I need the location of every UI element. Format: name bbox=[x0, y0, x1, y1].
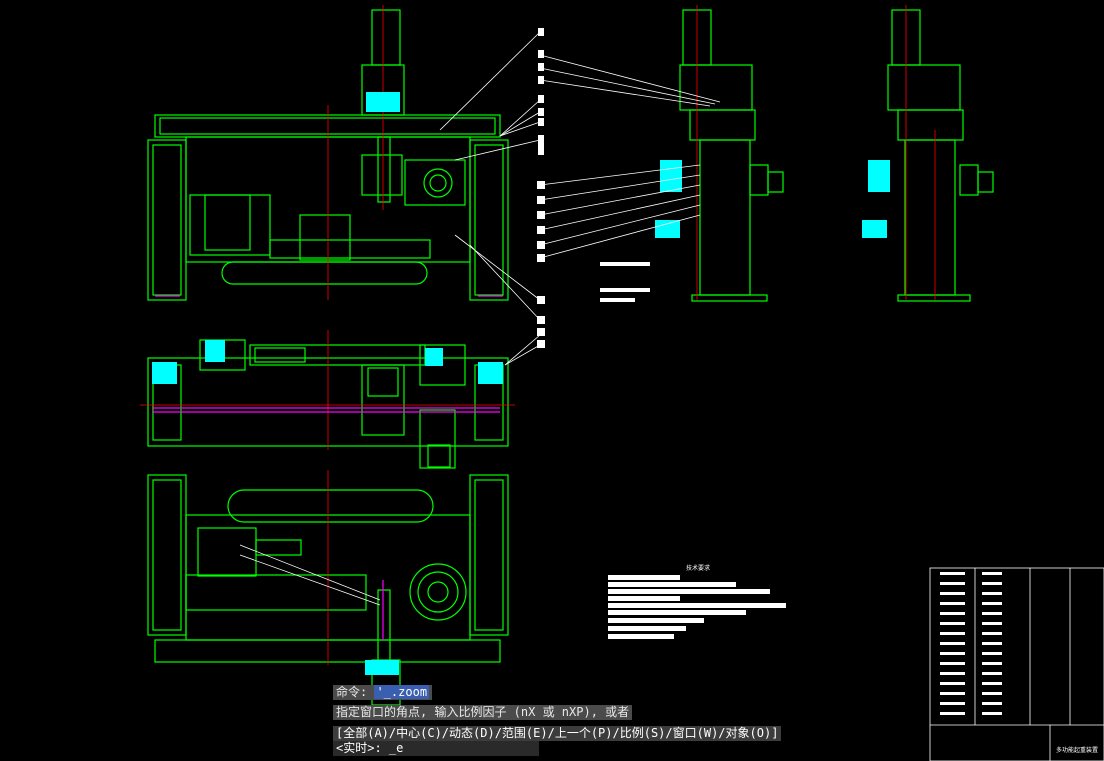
front-view bbox=[147, 9, 509, 301]
title-block-rows bbox=[940, 572, 1002, 715]
command-text: '_.zoom bbox=[374, 685, 430, 699]
title-block-name: 多功能起重装置 bbox=[1056, 746, 1098, 754]
side-view-2 bbox=[887, 9, 994, 302]
command-history-line-2: 指定窗口的角点, 输入比例因子 (nX 或 nXP), 或者 bbox=[333, 705, 633, 720]
command-input[interactable]: <实时>: _e bbox=[333, 741, 539, 756]
command-history-line-1: 命令: '_.zoom bbox=[333, 685, 433, 700]
side-view-1 bbox=[679, 9, 784, 302]
magenta-rails bbox=[152, 295, 503, 640]
leader-lines bbox=[239, 31, 721, 606]
notes-heading: 技术要求 bbox=[686, 564, 710, 572]
command-options-line[interactable]: [全部(A)/中心(C)/动态(D)/范围(E)/上一个(P)/比例(S)/窗口… bbox=[333, 726, 782, 741]
cyan-parts bbox=[152, 92, 890, 675]
command-input-value: _e bbox=[388, 741, 404, 755]
part-balloons bbox=[537, 28, 650, 348]
command-prefix: 命令: bbox=[336, 685, 368, 699]
technical-notes bbox=[608, 575, 786, 639]
title-block bbox=[929, 567, 1104, 761]
command-input-prompt: <实时>: bbox=[336, 741, 382, 755]
